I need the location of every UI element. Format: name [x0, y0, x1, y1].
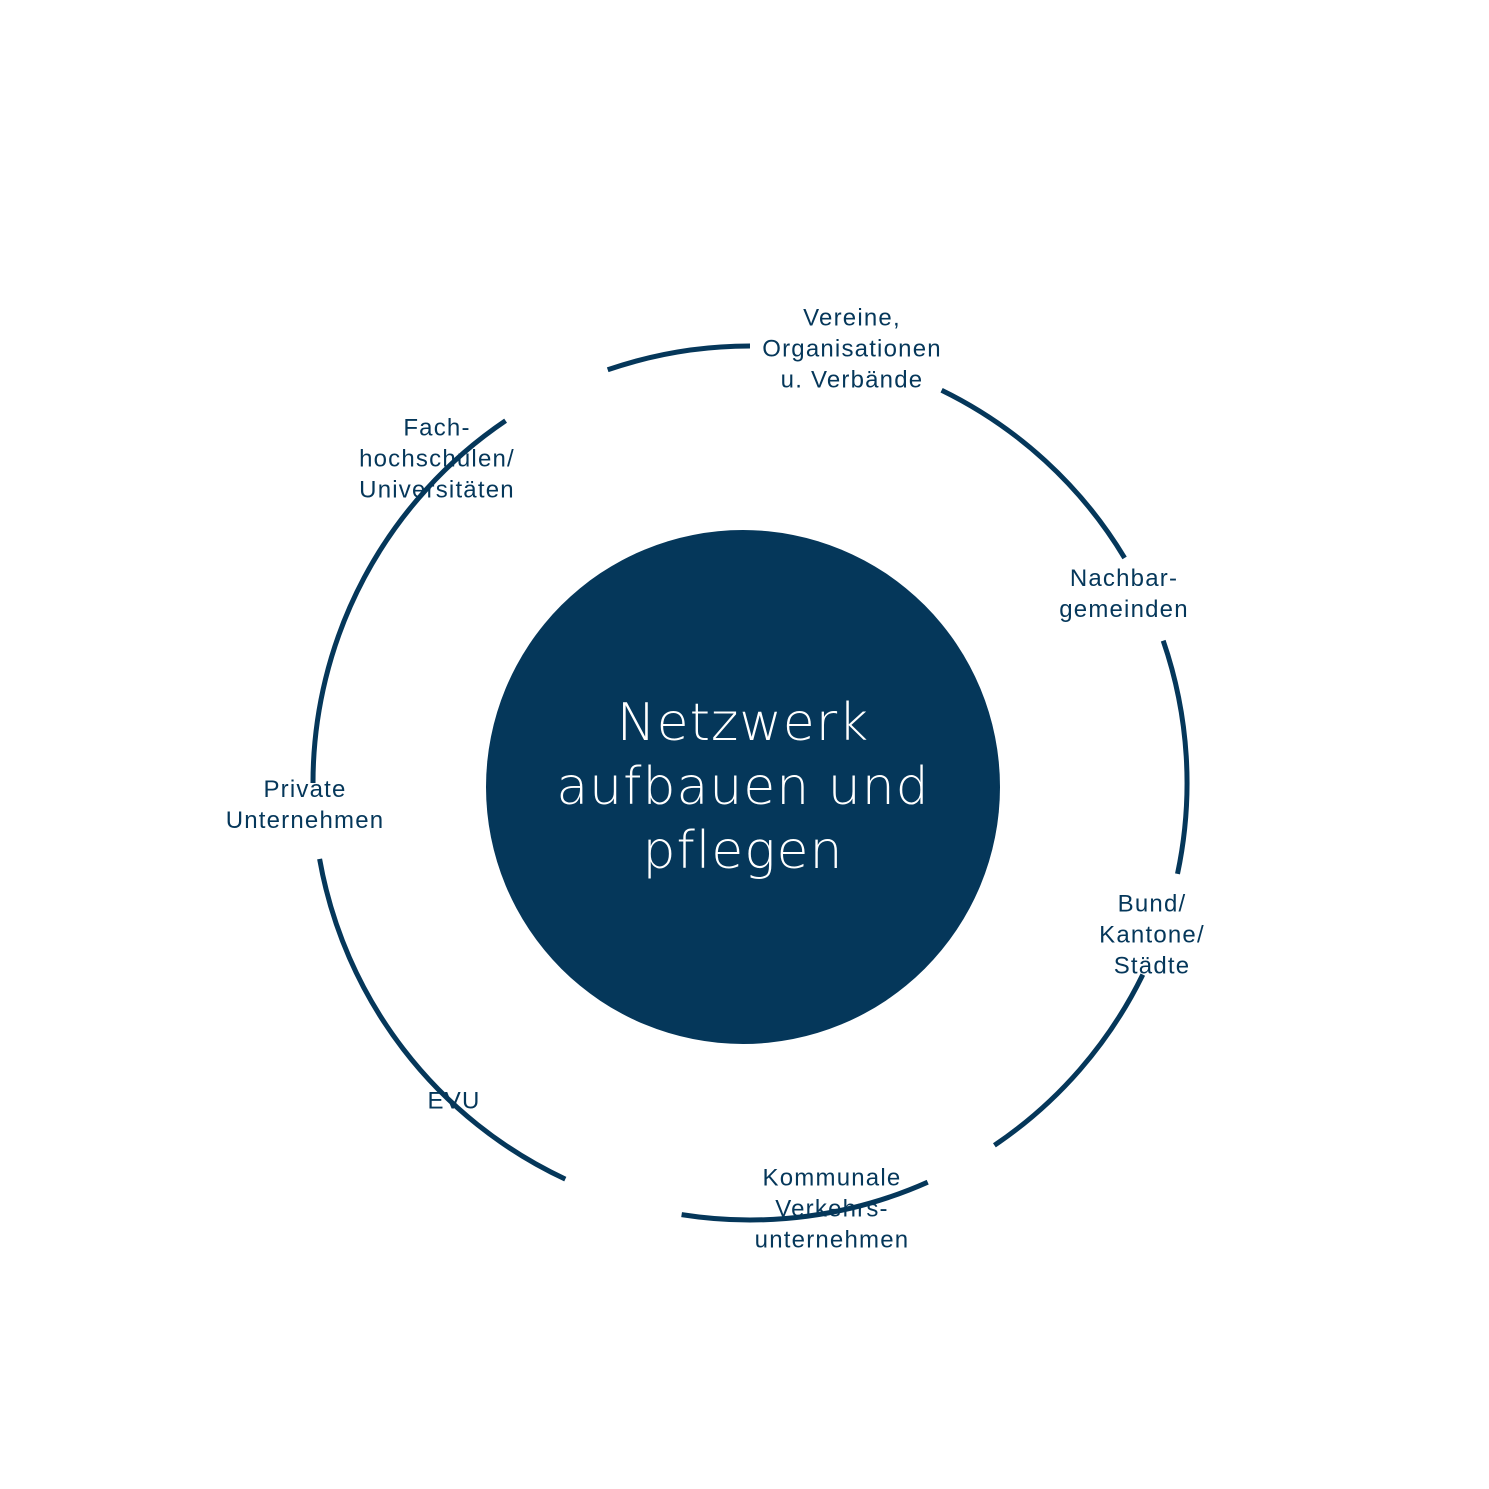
arc-fach-vereine — [606, 343, 751, 373]
arc-bund-kommunale — [993, 973, 1146, 1148]
arc-vereine-nachbar — [940, 387, 1127, 560]
node-label-private-unternehmen: Private Unternehmen — [225, 776, 385, 834]
arc-evu-private — [317, 858, 567, 1182]
node-label-evu: EVU — [427, 1087, 481, 1115]
node-label-kommunale-verkehrsunternehmen: Kommunale Verkehrs- unternehmen — [754, 1164, 910, 1254]
node-label-vereine: Vereine, Organisationen u. Verbände — [762, 304, 942, 394]
center-circle — [486, 530, 1000, 1044]
arc-kommunale-evu — [681, 1179, 929, 1223]
node-label-fachhochschulen: Fach- hochschulen/ Universitäten — [359, 414, 515, 504]
node-label-bund-kantone-staedte: Bund/ Kantone/ Städte — [1099, 890, 1205, 980]
node-label-nachbargemeinden: Nachbar- gemeinden — [1059, 565, 1189, 623]
ring-arcs — [310, 343, 1190, 1223]
arc-nachbar-bund — [1160, 639, 1190, 875]
arc-private-fach — [310, 418, 507, 784]
